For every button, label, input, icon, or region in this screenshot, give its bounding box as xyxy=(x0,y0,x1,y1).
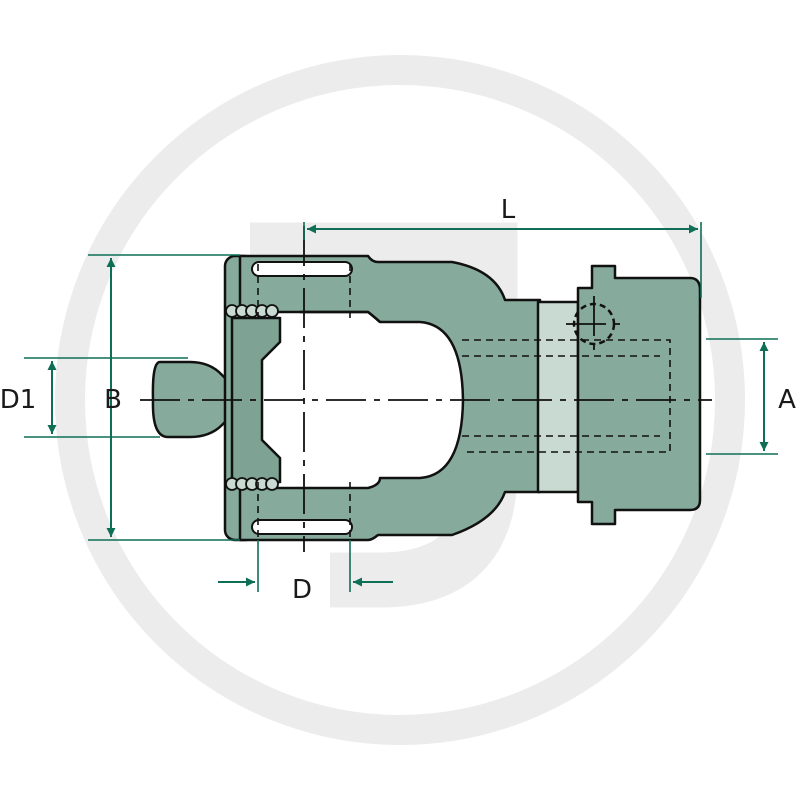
dimension-labels: L B D1 A D xyxy=(0,195,796,605)
bottom-pin-slot xyxy=(251,519,353,535)
label-L: L xyxy=(501,195,516,225)
label-D1: D1 xyxy=(0,385,36,415)
hub xyxy=(576,264,702,526)
spring-coils xyxy=(225,304,279,491)
extension-lines xyxy=(24,222,778,592)
pin-slots xyxy=(251,261,353,535)
top-pin-slot xyxy=(251,261,353,277)
label-D: D xyxy=(292,575,312,605)
fork-body xyxy=(238,254,542,542)
hidden-lines xyxy=(257,264,671,540)
center-lines xyxy=(140,226,712,552)
yoke-part xyxy=(151,254,702,542)
label-A: A xyxy=(778,385,796,415)
dimension-lines xyxy=(47,224,769,587)
label-B: B xyxy=(104,385,122,415)
neck xyxy=(536,300,580,494)
